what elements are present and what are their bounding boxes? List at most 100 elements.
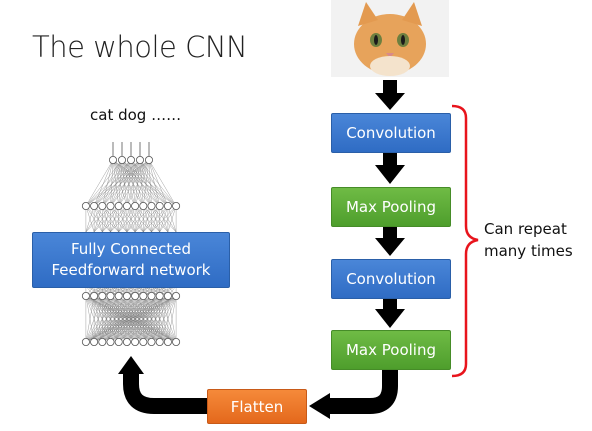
- network-node: [155, 337, 164, 346]
- network-node: [147, 201, 156, 210]
- network-connection: [143, 205, 160, 233]
- network-connection: [143, 295, 177, 343]
- network-node: [118, 155, 127, 164]
- network-connection: [85, 295, 136, 343]
- max-pooling-box-2: Max Pooling: [331, 330, 451, 370]
- network-node: [135, 155, 144, 164]
- network-node: [155, 201, 164, 210]
- network-connection: [85, 159, 132, 207]
- network-connection: [112, 159, 128, 207]
- fc-line-2: Feedforward network: [51, 261, 211, 279]
- network-connection: [112, 159, 119, 207]
- network-connection: [112, 159, 160, 207]
- network-connection: [112, 159, 169, 207]
- network-node: [90, 291, 99, 300]
- network-connection: [130, 159, 160, 207]
- network-node: [122, 291, 131, 300]
- repeat-brace: [451, 104, 479, 378]
- network-connection: [126, 159, 132, 207]
- network-connection: [85, 295, 152, 343]
- network-connection: [85, 295, 144, 343]
- network-connection: [121, 159, 169, 207]
- network-node: [81, 291, 90, 300]
- network-connection: [151, 205, 169, 233]
- fc-line-1: Fully Connected: [70, 240, 192, 258]
- network-node: [98, 201, 107, 210]
- network-node: [172, 337, 181, 346]
- network-connection: [121, 159, 152, 207]
- arrow-to-network: [118, 356, 207, 414]
- network-node: [127, 155, 136, 164]
- network-connection: [110, 205, 128, 233]
- network-connection: [102, 159, 141, 207]
- network-connection: [148, 159, 169, 207]
- network-connection: [143, 159, 150, 207]
- network-connection: [102, 159, 114, 207]
- network-node: [122, 337, 131, 346]
- network-connection: [110, 159, 141, 207]
- network-connection: [139, 159, 177, 207]
- network-connection: [102, 205, 119, 233]
- network-connection: [102, 159, 132, 207]
- arrow-to-flatten: [309, 370, 398, 419]
- network-connection: [134, 159, 150, 207]
- network-connection: [85, 295, 160, 343]
- network-connection: [121, 159, 136, 207]
- network-connection: [110, 159, 123, 207]
- network-connection: [148, 159, 152, 207]
- network-connection: [130, 159, 144, 207]
- network-connection: [102, 159, 150, 207]
- network-connection: [85, 159, 141, 207]
- network-connection: [102, 159, 123, 207]
- network-connection: [167, 295, 177, 343]
- repeat-label-line-2: many times: [484, 242, 573, 260]
- down-arrow: [375, 80, 405, 110]
- network-node: [98, 337, 107, 346]
- network-connection: [118, 205, 144, 233]
- kitten-image: [331, 0, 449, 77]
- network-connection: [112, 159, 144, 207]
- network-connection: [112, 159, 152, 207]
- fully-connected-box: Fully Connected Feedforward network: [32, 232, 230, 288]
- network-connection: [85, 159, 150, 207]
- network-connection: [93, 159, 150, 207]
- network-node: [131, 337, 140, 346]
- network-node: [90, 337, 99, 346]
- network-connection: [85, 295, 95, 343]
- network-connection: [85, 159, 123, 207]
- network-node: [155, 291, 164, 300]
- repeat-label: Can repeat many times: [484, 218, 573, 262]
- network-connection: [110, 295, 177, 343]
- network-node: [144, 155, 153, 164]
- network-connection: [167, 205, 177, 233]
- down-arrow: [375, 299, 405, 328]
- network-node: [147, 291, 156, 300]
- network-connection: [85, 205, 95, 233]
- network-connection: [139, 159, 144, 207]
- network-connection: [110, 159, 132, 207]
- network-connection: [126, 205, 144, 233]
- network-connection: [85, 295, 103, 343]
- network-node: [114, 291, 123, 300]
- network-connection: [93, 159, 132, 207]
- network-connection: [118, 159, 123, 207]
- network-connection: [112, 159, 136, 207]
- network-connection: [85, 295, 119, 343]
- network-connection: [121, 159, 128, 207]
- network-node: [81, 201, 90, 210]
- network-connection: [102, 295, 177, 343]
- network-node: [139, 291, 148, 300]
- network-connection: [148, 159, 177, 207]
- convolution-box-1: Convolution: [331, 113, 451, 153]
- network-connection: [126, 159, 150, 207]
- network-connection: [130, 159, 152, 207]
- network-connection: [118, 295, 177, 343]
- network-connection: [126, 159, 141, 207]
- network-node: [109, 155, 118, 164]
- network-node: [139, 201, 148, 210]
- network-connection: [85, 295, 111, 343]
- down-arrow: [375, 227, 405, 256]
- network-connection: [118, 205, 136, 233]
- network-connection: [143, 205, 169, 233]
